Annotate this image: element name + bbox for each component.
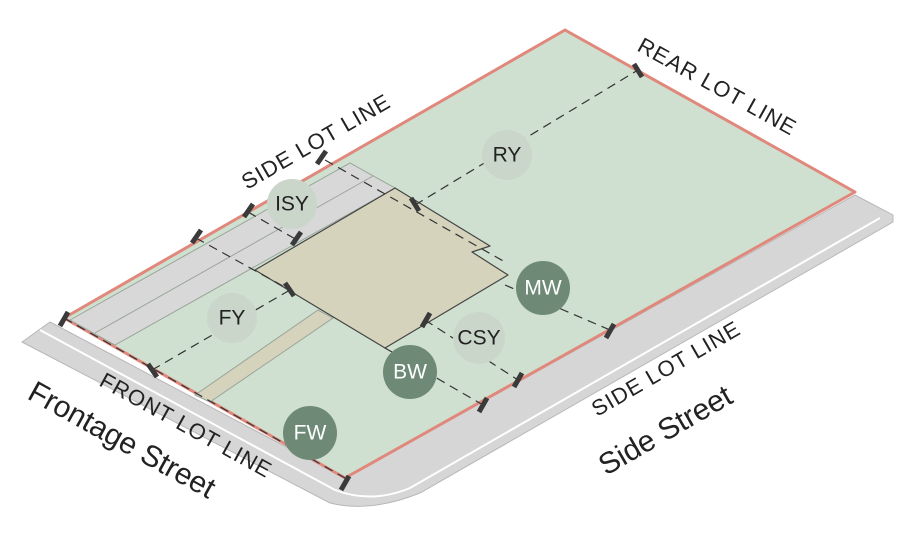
fy-label: FY [219,307,246,330]
bw-label: BW [393,361,427,384]
isy-dimension-line [324,159,506,263]
tick-csy-side [511,371,525,389]
fy-badge: FY [207,293,257,343]
curb-line [39,217,881,498]
ry-label: RY [493,144,522,167]
tick-bw-side [476,396,490,414]
street-pavement [21,194,894,507]
isy-badge: ISY [267,179,317,229]
tick-isy-b [289,230,304,247]
tick-fy-side [189,228,204,245]
isy-label: ISY [275,193,309,216]
bw-badge: BW [383,345,437,399]
front-setback-line [63,317,346,479]
mw-badge: MW [516,261,570,315]
front-walkway [193,309,334,403]
fy-offset-line [195,237,291,291]
tick-ry-building [408,196,422,213]
tick-isy-lot [314,149,329,166]
tick-fy-front [145,362,160,379]
tick-front-left [57,310,71,328]
mw-label: MW [524,277,561,300]
csy-badge: CSY [453,312,505,364]
driveway-edge [94,175,374,334]
tick-isy-a [241,202,256,219]
csy-dimension-line [424,319,519,381]
tick-ry-rear [631,62,645,79]
csy-label: CSY [457,327,500,350]
fw-badge: FW [283,406,337,460]
tick-mw-side [603,322,617,340]
tick-front-right [338,474,352,492]
ry-dimension-line [414,69,639,206]
isy-offset-line [247,211,298,241]
tick-fy-building [282,281,297,298]
fw-label: FW [294,422,327,445]
tick-csy-building [419,311,433,329]
ry-badge: RY [482,130,532,180]
